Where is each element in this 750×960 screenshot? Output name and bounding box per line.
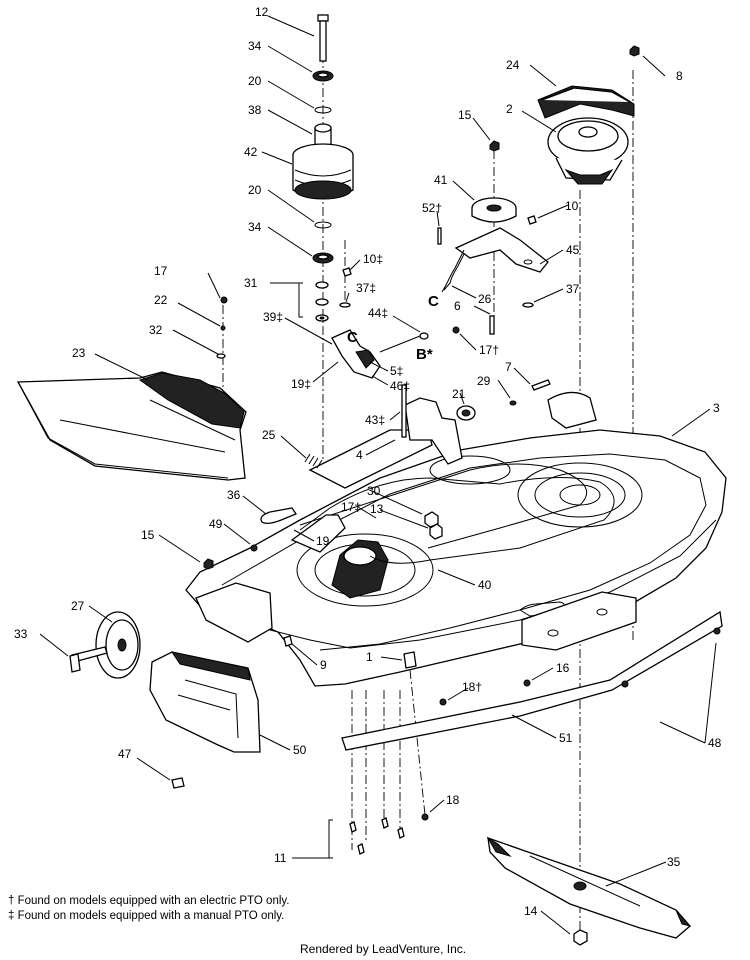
callout-48: 48 <box>708 736 722 750</box>
callout-13: 13 <box>370 502 384 516</box>
reference-letter-b: B* <box>416 346 433 363</box>
gauge-wheel <box>71 611 141 679</box>
callout-2: 2 <box>506 102 513 116</box>
reference-letter-c: C <box>347 329 358 346</box>
callout-19: 19‡ <box>291 377 311 391</box>
pto-pulley-assembly <box>537 85 635 185</box>
bracket-31 <box>270 282 303 318</box>
mower-deck-shell <box>185 391 727 687</box>
callout-labels: 12 34 20 38 42 20 34 24 8 2 15 41 52† 10… <box>14 5 722 918</box>
callout-10: 10‡ <box>363 252 383 266</box>
callout-44: 44‡ <box>368 306 388 320</box>
callout-22: 22 <box>154 293 168 307</box>
callout-26: 26 <box>478 292 492 306</box>
callout-10: 10 <box>565 199 579 213</box>
callout-29: 29 <box>477 374 491 388</box>
callout-37: 37‡ <box>356 281 376 295</box>
bracket-11 <box>292 819 333 859</box>
callout-24: 24 <box>506 58 520 72</box>
callout-27: 27 <box>71 599 85 613</box>
callout-43: 43‡ <box>365 413 385 427</box>
callout-8: 8 <box>676 69 683 83</box>
callout-15: 15 <box>141 528 155 542</box>
baffle-bar <box>341 610 723 751</box>
callout-38: 38 <box>248 103 262 117</box>
leader-lines <box>39 15 717 935</box>
callout-1: 1 <box>366 650 373 664</box>
callout-4: 4 <box>356 448 363 462</box>
callout-17: 17‡ <box>341 500 361 514</box>
callout-23: 23 <box>72 346 86 360</box>
callout-18: 18† <box>462 680 482 694</box>
spindle-assembly <box>292 14 354 322</box>
callout-20: 20 <box>248 74 262 88</box>
callout-47: 47 <box>118 747 132 761</box>
callout-20: 20 <box>248 183 262 197</box>
callout-36: 36 <box>227 488 241 502</box>
callout-33: 33 <box>14 627 28 641</box>
callout-5: 5‡ <box>390 364 403 378</box>
callout-30: 30 <box>367 484 381 498</box>
callout-32: 32 <box>149 323 163 337</box>
callout-12: 12 <box>255 5 269 19</box>
callout-34: 34 <box>248 39 262 53</box>
callout-3: 3 <box>713 401 720 415</box>
callout-31: 31 <box>244 276 258 290</box>
pto-linkage <box>331 329 429 379</box>
idler-pulley <box>471 197 517 223</box>
callout-50: 50 <box>293 743 307 757</box>
idler-arm <box>454 227 549 273</box>
deflector-shield <box>149 651 261 753</box>
idler-gear <box>456 405 476 421</box>
belt-and-bracket <box>290 397 615 564</box>
callout-46: 46‡ <box>390 379 410 393</box>
callout-6: 6 <box>454 299 461 313</box>
callout-15: 15 <box>458 108 472 122</box>
footnote-manual-pto: ‡ Found on models equipped with a manual… <box>8 910 285 922</box>
reference-letters: C C B* <box>347 293 439 363</box>
render-credit: Rendered by LeadVenture, Inc. <box>300 942 467 956</box>
callout-51: 51 <box>559 731 573 745</box>
callout-14: 14 <box>524 904 538 918</box>
mower-blade <box>486 836 692 939</box>
callout-37: 37 <box>566 282 580 296</box>
callout-42: 42 <box>244 145 258 159</box>
callout-7: 7 <box>505 360 512 374</box>
callout-17: 17 <box>154 264 168 278</box>
callout-16: 16 <box>556 661 570 675</box>
idler-spring <box>441 249 465 293</box>
reference-letter-c: C <box>428 293 439 310</box>
callout-34: 34 <box>248 220 262 234</box>
callout-11: 11 <box>274 851 287 865</box>
callout-35: 35 <box>667 855 681 869</box>
callout-40: 40 <box>478 578 492 592</box>
callout-49: 49 <box>209 517 223 531</box>
callout-39: 39‡ <box>263 310 283 324</box>
discharge-chute <box>16 371 247 481</box>
callout-19: 19 <box>316 534 330 548</box>
callout-41: 41 <box>434 173 448 187</box>
callout-45: 45 <box>566 243 580 257</box>
callout-18: 18 <box>446 793 460 807</box>
callout-25: 25 <box>262 428 276 442</box>
footnote-electric-pto: † Found on models equipped with an elect… <box>8 895 290 907</box>
callout-52: 52† <box>422 201 442 215</box>
callout-21: 21 <box>452 387 466 401</box>
callout-17: 17† <box>479 343 499 357</box>
callout-9: 9 <box>320 658 327 672</box>
